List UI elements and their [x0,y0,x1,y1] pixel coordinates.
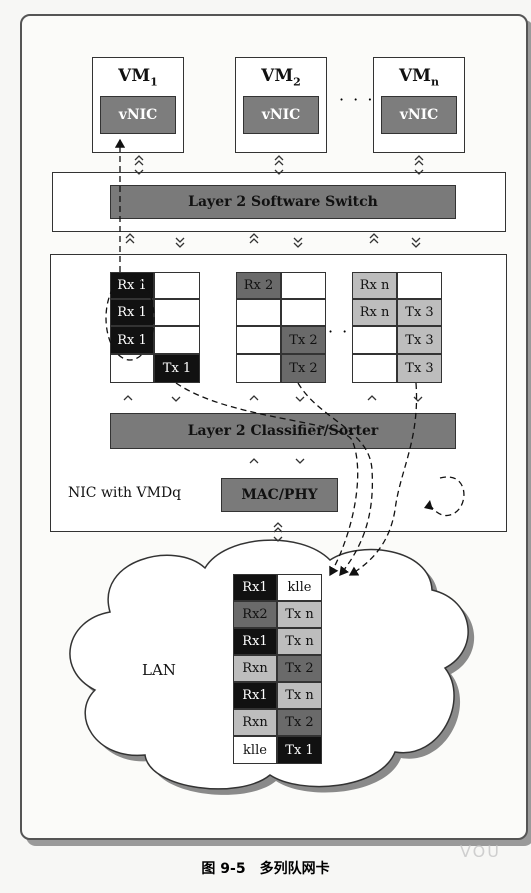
dashed-flow-lines [105,138,465,577]
queue-2-cell [236,326,281,354]
software-switch-bar: Layer 2 Software Switch [110,185,456,219]
chevron-arrow-icons [123,155,424,542]
queue-2-cell [281,299,326,326]
lan-table-cell: klle [233,736,277,764]
lan-table-cell: Rx1 [233,682,277,709]
queue-2-cell: Tx 2 [281,326,326,354]
queue-2-cell [281,272,326,299]
queue-1-cell [154,299,200,326]
vm-1-vnic: vNIC [100,96,176,134]
lan-table-cell: Tx 2 [277,655,322,682]
mac-phy-bar: MAC/PHY [221,478,338,512]
lan-table-cell: klle [277,574,322,601]
lan-table-cell: Rxn [233,709,277,736]
lan-label: LAN [142,661,176,679]
queue-3-cell [352,354,397,383]
vm-n-title: VMn [398,66,439,89]
lan-table-cell: Tx 1 [277,736,322,764]
queue-2-cell: Tx 2 [281,354,326,383]
vm-2-vnic: vNIC [243,96,319,134]
figure-caption: 图 9-5 多列队网卡 [201,861,330,877]
lan-table-cell: Tx n [277,682,322,709]
queue-1-cell: Tx 1 [154,354,200,383]
nic-vmdq-label: NIC with VMDq [68,485,182,501]
vm-ellipsis: · · · [339,90,375,109]
queue-3-cell: Tx 3 [397,326,442,354]
lan-table-cell: Tx n [277,628,322,655]
queue-1-cell: Rx 1 [110,299,154,326]
lan-table-cell: Rx1 [233,628,277,655]
queue-1-cell [154,326,200,354]
watermark: VOU [460,842,501,861]
lan-table-cell: Rxn [233,655,277,682]
queue-1-cell [110,354,154,383]
queue-2-cell [236,354,281,383]
queue-3-cell: Rx n [352,272,397,299]
vm-n-vnic: vNIC [381,96,457,134]
queue-3-cell: Tx 3 [397,354,442,383]
queue-2-cell: Rx 2 [236,272,281,299]
lan-table-cell: Rx1 [233,574,277,601]
queue-2-cell [236,299,281,326]
queue-3-cell [397,272,442,299]
lan-table-cell: Rx2 [233,601,277,628]
vm-2-title: VM2 [261,66,301,89]
queue-3-cell: Tx 3 [397,299,442,326]
queue-3-cell [352,326,397,354]
queue-1-cell [154,272,200,299]
circle-arrow-icon [424,500,433,510]
lan-table-cell: Tx n [277,601,322,628]
queue-3-cell: Rx n [352,299,397,326]
lan-table-cell: Tx 2 [277,709,322,736]
vm-1-title: VM1 [118,66,158,89]
